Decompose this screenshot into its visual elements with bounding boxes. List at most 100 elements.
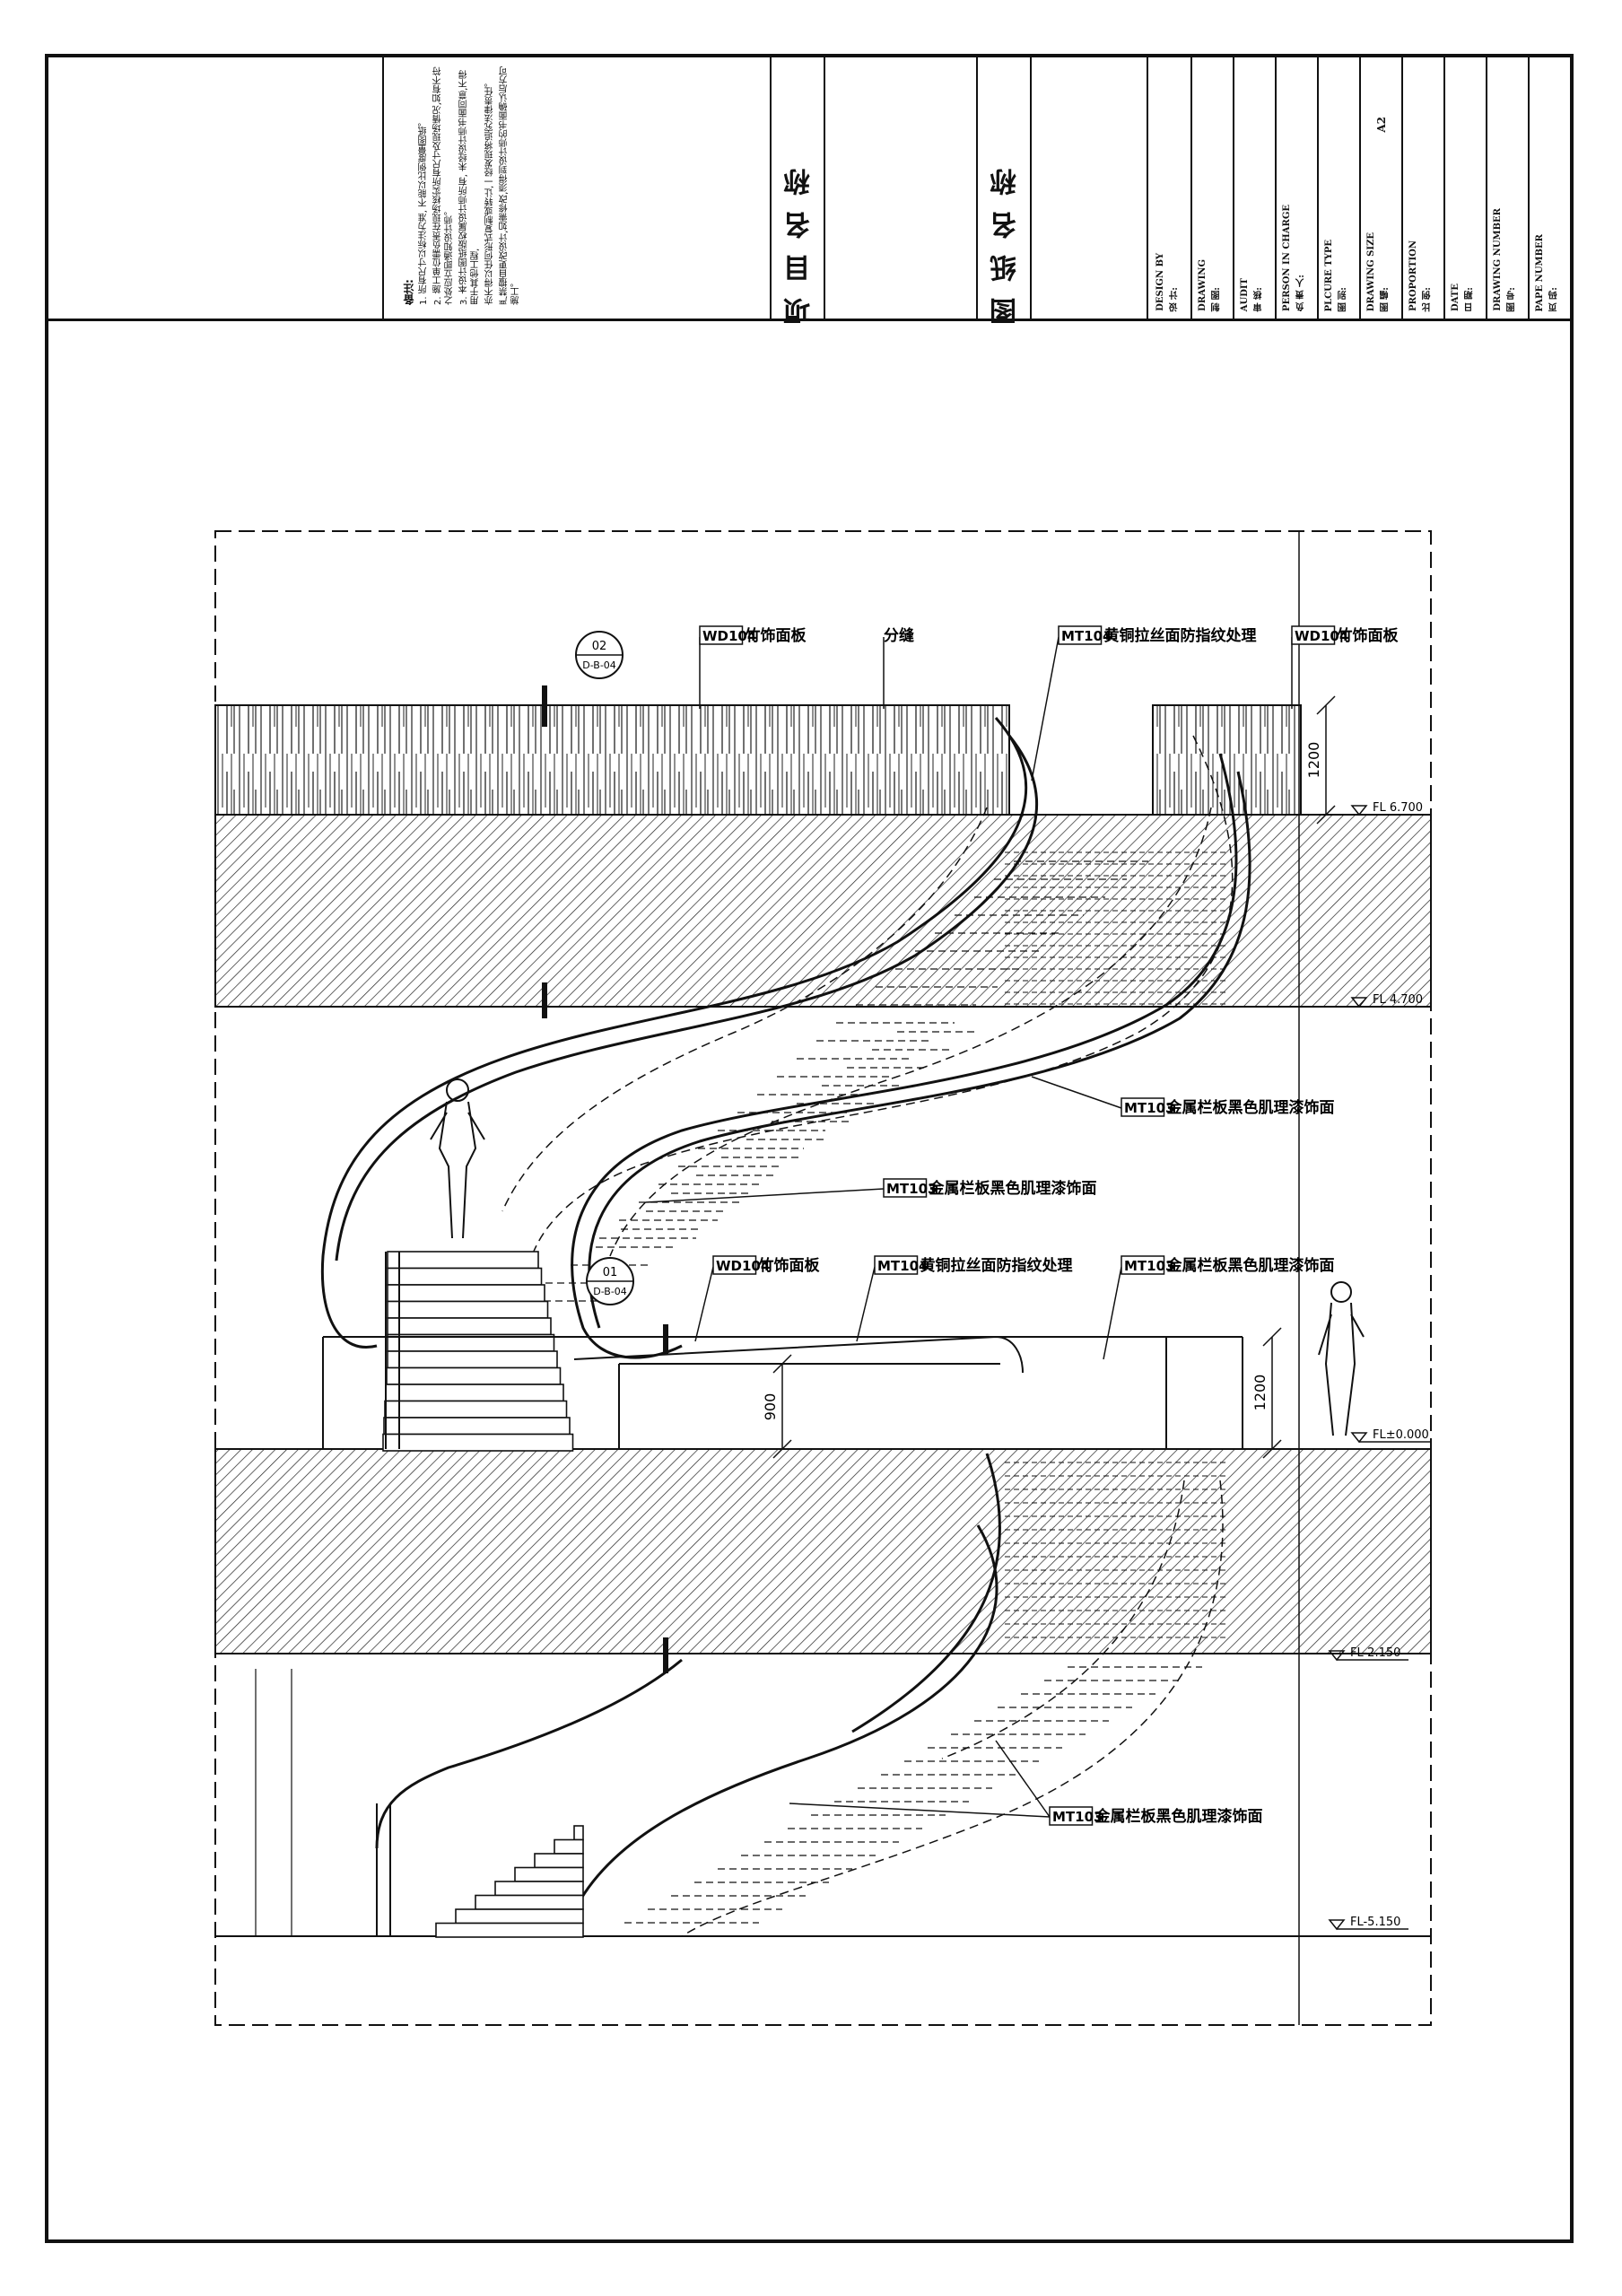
stair-step [387,1350,558,1369]
level-triangle [1350,805,1368,816]
dimension-label: 900 [762,1393,779,1421]
stair-step [455,1908,584,1925]
stair-step [494,1881,584,1897]
level-triangle [1350,1432,1368,1444]
notes-cell: 严禁擅自更改设计,如需修改,须得到设计师的书面确认后方可施工。 亦不得以任何形式… [384,54,772,319]
material-code-box [1058,625,1103,645]
level-label: FL±0.000 [1373,1428,1429,1442]
drawing-name-value-cell [1032,54,1148,319]
detail-sheet: D-B-04 [593,1286,627,1297]
dimension-mid-rail [772,1354,792,1459]
material-code-box [883,1178,928,1198]
stair-step [382,1433,574,1452]
detail-num: 01 [603,1266,618,1279]
stair-step [534,1853,584,1869]
stair-step [385,1384,564,1402]
lower-stair-handrails [375,1453,1002,1912]
material-code-box [874,1255,919,1275]
label-mt104-mid-code: MT104 [877,1258,928,1274]
detail-sheet: D-B-04 [582,659,616,671]
label-mt103-right-code: MT103 [1124,1100,1174,1116]
title-block: 严禁擅自更改设计,如需修改,须得到设计师的书面确认后方可施工。 亦不得以任何形式… [45,54,1574,325]
project-name-cell: 项目名称 [772,54,825,325]
label-wd104-mid-code: WD104 [716,1258,770,1274]
sheet-frame [45,54,1574,2243]
level-triangle [1328,1919,1346,1931]
stair-step [435,1922,584,1938]
stair-step [387,1317,552,1336]
leader-lines [645,636,1293,1818]
detail-marker-01: 01 D-B-04 [586,1257,668,1355]
label-mt103-mid-code: MT103 [886,1181,937,1197]
slab-middle [214,1448,1432,1654]
label-mt103-mid: 金属栏板黑色肌理漆饰面 [929,1179,1097,1198]
lower-stair-steps [255,1669,584,1938]
label-wd104-top-code: WD104 [702,628,756,644]
material-code-box [1121,1255,1165,1275]
person-figure-right [1318,1281,1365,1436]
level-label: FL 4.700 [1373,993,1423,1007]
dimension-label: 1200 [1305,742,1322,779]
label-mt104-top-code: MT104 [1061,628,1112,644]
lower-stair-dashed [681,1480,1224,1937]
dimension-right-rail [1262,1327,1282,1459]
stair-step [387,1300,549,1319]
label-mt104-top: 黄铜拉丝面防指纹处理 [1104,626,1257,645]
label-mt103-mid2-code: MT103 [1124,1258,1174,1274]
label-wd104-right: 竹饰面板 [1337,626,1400,645]
level-triangle [1328,1650,1346,1662]
stair-step [386,1366,562,1385]
label-mt103-bottom-code: MT103 [1052,1809,1103,1825]
stair-step [554,1838,584,1855]
label-wd104-right-code: WD104 [1295,628,1348,644]
material-code-box [1291,625,1336,645]
level-label: FL 6.700 [1373,801,1423,815]
detail-marker-02: 02 D-B-04 [542,631,624,727]
stair-step [387,1267,543,1286]
stair-step [387,1251,539,1270]
level-label: FL-5.150 [1350,1916,1400,1929]
label-wd104-top: 竹饰面板 [745,626,807,645]
detail-num: 02 [592,640,607,653]
drawing-boundary [214,530,1432,2026]
middle-guard-rail [322,1335,1243,1449]
project-name-value-cell [825,54,978,319]
material-code-box [1049,1806,1094,1826]
label-mt104-mid: 黄铜拉丝面防指纹处理 [920,1256,1073,1275]
material-code-box [1121,1097,1165,1117]
stair-step [514,1866,584,1882]
upper-stair-dashed [501,735,1234,1347]
logo-cell [45,54,384,319]
stair-step [387,1284,545,1303]
dimension-top-rail [1316,695,1336,825]
stair-step [573,1825,584,1841]
drawing-name-cell: 图纸名称 [978,54,1032,325]
lower-stair-treads [624,1462,1229,1924]
bamboo-panel-top-right [1152,704,1302,816]
dimension-label: 1200 [1251,1375,1269,1411]
bamboo-panel-top [214,704,1010,816]
stair-step [383,1417,571,1436]
label-wd104-mid: 竹饰面板 [758,1256,821,1275]
upper-stair-steps [382,1251,574,1452]
material-code-box [699,625,744,645]
stair-step [384,1400,568,1419]
label-mt103-mid2: 金属栏板黑色肌理漆饰面 [1166,1256,1335,1275]
label-mt103-right: 金属栏板黑色肌理漆饰面 [1166,1098,1335,1117]
person-figure-upper [430,1078,485,1239]
stair-step [475,1894,584,1910]
label-mt103-bottom: 金属栏板黑色肌理漆饰面 [1094,1807,1263,1826]
